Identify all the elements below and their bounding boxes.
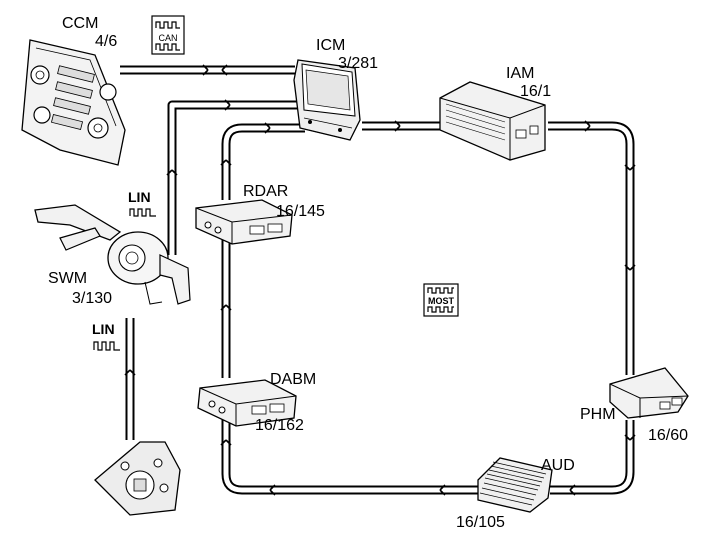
can-bus-ccm-icm — [120, 64, 295, 76]
iam-code: 16/1 — [520, 83, 551, 100]
lin-badge-upper-icon: LIN — [128, 189, 156, 217]
icm-label: ICM 3/281 — [316, 37, 378, 72]
swm-name: SWM — [48, 270, 87, 287]
aud-code: 16/105 — [456, 514, 505, 531]
dabm-label: DABM 16/162 — [255, 371, 316, 434]
dabm-name: DABM — [270, 371, 316, 388]
swm-stalk-icon — [34, 204, 191, 305]
phm-code: 16/60 — [648, 427, 688, 444]
rdar-label: RDAR 16/145 — [243, 183, 325, 220]
dabm-module-icon — [197, 379, 297, 427]
iam-label: IAM 16/1 — [506, 65, 551, 100]
ccm-label: CCM 4/6 — [62, 15, 117, 50]
most-badge-label: MOST — [428, 296, 455, 306]
lin-bus-swm-icm — [166, 99, 298, 255]
steering-wheel-buttons-icon — [94, 441, 181, 516]
swm-label: SWM 3/130 — [48, 270, 112, 307]
iam-name: IAM — [506, 65, 534, 82]
icm-name: ICM — [316, 37, 345, 54]
lin-badge-lower-label: LIN — [92, 321, 115, 337]
iam-module-icon — [439, 81, 546, 161]
can-badge-label: CAN — [158, 33, 177, 43]
aud-amplifier-icon — [477, 457, 553, 513]
rdar-code: 16/145 — [276, 203, 325, 220]
lin-badge-upper-label: LIN — [128, 189, 151, 205]
most-ring — [220, 120, 636, 496]
phm-module-icon — [609, 367, 689, 419]
ccm-panel-icon — [21, 39, 126, 166]
ccm-name: CCM — [62, 15, 98, 32]
ccm-code: 4/6 — [95, 33, 117, 50]
aud-label: AUD 16/105 — [456, 457, 575, 531]
rdar-module-icon — [195, 199, 293, 245]
dabm-code: 16/162 — [255, 417, 304, 434]
aud-name: AUD — [541, 457, 575, 474]
icm-display-icon — [293, 59, 361, 141]
lin-bus-steering-swm — [124, 318, 136, 440]
swm-code: 3/130 — [72, 290, 112, 307]
most-badge-icon: MOST — [423, 283, 459, 317]
phm-label: PHM 16/60 — [580, 406, 688, 444]
rdar-name: RDAR — [243, 183, 288, 200]
phm-name: PHM — [580, 406, 616, 423]
can-badge-icon: CAN — [151, 15, 185, 55]
lin-badge-lower-icon: LIN — [92, 321, 120, 351]
icm-code: 3/281 — [338, 55, 378, 72]
